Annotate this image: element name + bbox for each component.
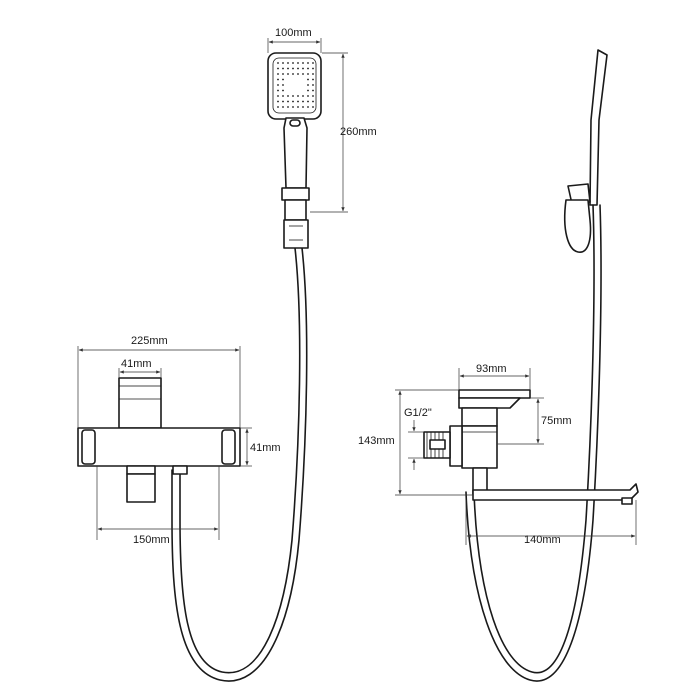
spout-length-label: 140mm [524,534,561,546]
nozzle-dot [297,100,299,103]
nozzle-dot [307,95,309,97]
nozzle-dot [287,100,289,103]
nozzle-dot [277,73,279,75]
nozzle-dot [282,106,284,108]
nozzle-dot [277,84,279,86]
nozzle-dot [312,84,314,86]
nozzle-dot [302,62,304,64]
nozzle-dot [277,89,279,92]
mixer-body-side [423,389,531,495]
nozzle-dot [287,73,289,75]
nozzle-dot [297,73,299,75]
nozzle-dot [292,100,294,103]
nozzle-dot [302,67,304,70]
nozzle-dot [282,95,284,97]
nozzle-dot [297,67,299,70]
nozzle-dot [297,95,299,97]
handle-height-label: 75mm [541,415,572,427]
nozzle-dot [277,106,279,108]
nozzle-dot [292,62,294,64]
shower-nozzle-grid [277,62,314,108]
nozzle-dot [307,84,309,86]
nozzle-dot [312,100,314,103]
side-view: 93mm 143mm G1/2" 75mm 140mm [358,49,639,682]
spout [472,483,639,501]
nozzle-dot [287,67,289,70]
front-view: 100mm 260mm 225mm 41mm [77,27,377,682]
nozzle-dot [312,89,314,92]
nozzle-dot [307,89,309,92]
nozzle-dot [277,100,279,103]
nozzle-dot [302,100,304,103]
nozzle-dot [307,73,309,75]
nozzle-dot [307,78,309,81]
nozzle-dot [312,106,314,108]
nozzle-dot [312,62,314,64]
nozzle-dot [307,100,309,103]
nozzle-dot [282,62,284,64]
nozzle-dot [292,73,294,75]
slide-rail [589,49,608,206]
nozzle-dot [277,67,279,70]
nozzle-dot [277,95,279,97]
nozzle-dot [297,106,299,108]
front-hose-inner [171,247,308,682]
nozzle-dot [287,95,289,97]
side-hose [473,204,595,674]
body-length-label: 225mm [131,335,168,347]
nozzle-dot [282,100,284,103]
nozzle-dot [312,95,314,97]
front-hose [179,247,301,674]
nozzle-dot [302,73,304,75]
nozzle-dot [307,62,309,64]
nozzle-dot [277,62,279,64]
nozzle-dot [287,106,289,108]
handle-depth-label: 93mm [476,363,507,375]
nozzle-dot [312,73,314,75]
nozzle-dot [282,67,284,70]
nozzle-dot [307,106,309,108]
nozzle-dot [312,78,314,81]
nozzle-dot [282,89,284,92]
handshower-height-label: 260mm [340,126,377,138]
nozzle-dot [292,95,294,97]
shower-holder [563,183,592,253]
total-height-label: 143mm [358,435,395,447]
nozzle-dot [282,73,284,75]
side-hose-inner [465,204,602,682]
body-height-label: 41mm [250,442,281,454]
nozzle-dot [302,106,304,108]
thread-size-label: G1/2" [404,407,432,419]
nozzle-dot [297,62,299,64]
handshower-width-label: 100mm [275,27,312,39]
nozzle-dot [292,106,294,108]
nozzle-dot [312,67,314,70]
mixer-body-front [77,377,241,503]
nozzle-dot [307,67,309,70]
hand-shower [267,52,322,249]
inlet-spacing-label: 150mm [133,534,170,546]
nozzle-dot [292,67,294,70]
nozzle-dot [282,78,284,81]
nozzle-dot [282,84,284,86]
nozzle-dot [287,62,289,64]
nozzle-dot [277,78,279,81]
handle-width-label: 41mm [121,358,152,370]
nozzle-dot [302,95,304,97]
